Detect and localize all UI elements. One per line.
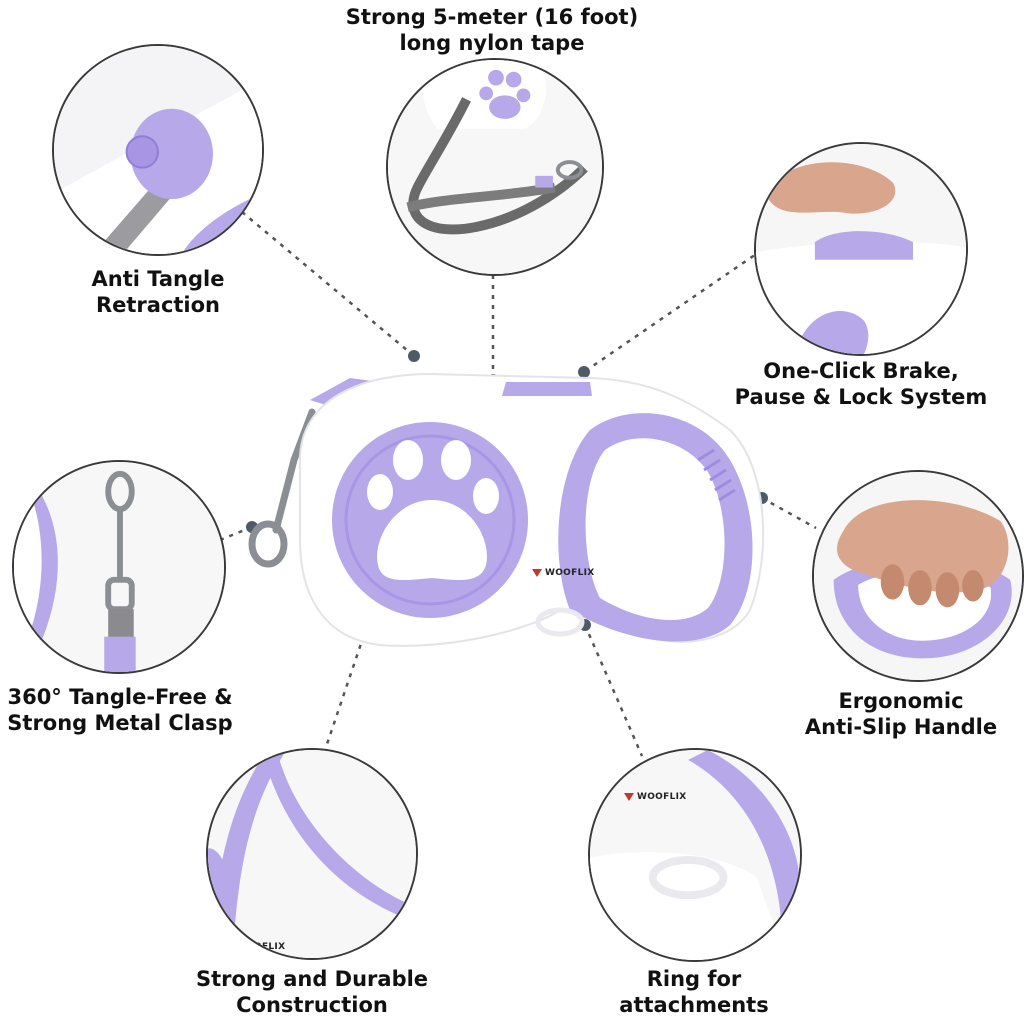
- detail-circle-handle: [812, 470, 1024, 682]
- label-anti-slip-handle: Ergonomic Anti-Slip Handle: [804, 689, 998, 739]
- detail-circle-brake: [754, 142, 968, 356]
- label-brake-system: One-Click Brake, Pause & Lock System: [734, 359, 988, 409]
- label-nylon-tape: Strong 5-meter (16 foot) long nylon tape: [345, 5, 639, 55]
- brand-name-partial: OFLIX: [254, 942, 286, 952]
- paw-print-icon: [367, 440, 499, 581]
- detail-circle-tape: [386, 58, 604, 276]
- detail-circle-clasp: [12, 460, 226, 674]
- detail-circle-tangle: [52, 44, 264, 256]
- metal-clasp-icon: [105, 470, 135, 613]
- fox-logo-icon: [532, 568, 542, 577]
- label-durable-construction: Strong and Durable Construction: [195, 967, 429, 1017]
- paw-print-icon: [479, 69, 531, 119]
- label-attachment-ring: Ring for attachments: [619, 967, 769, 1017]
- brand-logo: WOOFLIX: [532, 568, 595, 578]
- brand-name: WOOFLIX: [545, 568, 595, 578]
- brand-name-ring: WOOFLIX: [637, 792, 687, 802]
- label-metal-clasp: 360° Tangle-Free & Strong Metal Clasp: [7, 685, 233, 735]
- detail-circle-durable: OFLIX: [206, 748, 418, 960]
- label-anti-tangle: Anti Tangle Retraction: [91, 267, 225, 317]
- brand-logo-partial: OFLIX: [254, 942, 285, 952]
- leash-product-illustration: [248, 372, 765, 647]
- brand-logo-ring: WOOFLIX: [624, 792, 687, 802]
- fox-logo-icon: [624, 792, 634, 801]
- detail-circle-ring: WOOFLIX: [588, 748, 802, 962]
